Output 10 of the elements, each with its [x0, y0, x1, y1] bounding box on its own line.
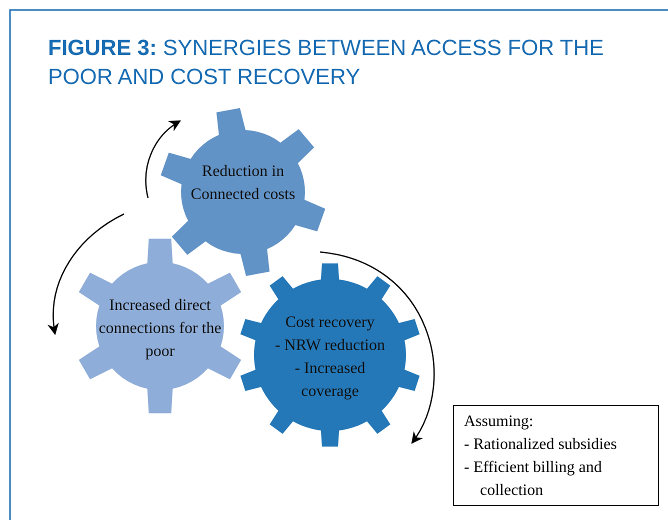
gear-label: Reduction in Connected costs [190, 162, 296, 205]
note-item: - Efficient billing and collection [464, 458, 603, 501]
gear-label: - Increased coverage [294, 359, 366, 402]
gear-label: Cost recovery [284, 313, 376, 333]
note-heading: Assuming: [464, 412, 534, 432]
note-box [453, 405, 659, 506]
gear-label: - NRW reduction [274, 336, 386, 356]
note-item: - Rationalized subsidies [464, 435, 618, 455]
figure-title: FIGURE 3: SYNERGIES BETWEEN ACCESS FOR THE POOR AND COST RECOVERY [48, 34, 605, 91]
gear-label: Increased direct connections for the poor [98, 296, 222, 362]
